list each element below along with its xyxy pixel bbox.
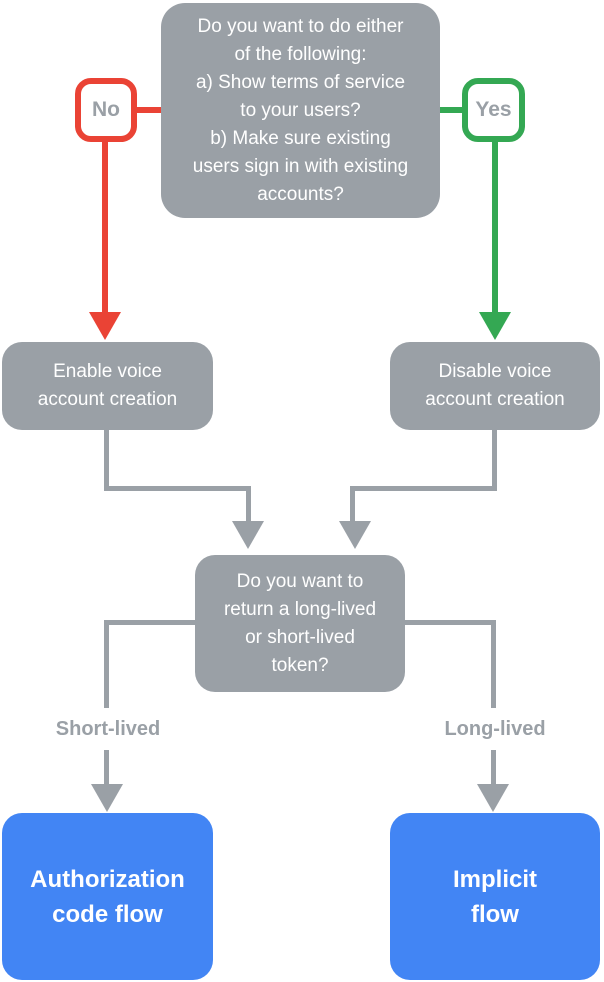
disable-node-left-connector [350, 486, 497, 491]
no-branch-horizontal-connector [135, 107, 161, 113]
enable-node-down-connector [104, 430, 109, 491]
short-lived-vertical-connector [104, 620, 109, 784]
arrowhead-down-icon [91, 784, 123, 812]
long-lived-vertical-connector [491, 620, 496, 784]
root-question-node: Do you want to do either of the followin… [161, 3, 440, 218]
arrowhead-down-icon [89, 312, 121, 340]
token-question-node: Do you want to return a long-lived or sh… [195, 555, 405, 692]
yes-branch-vertical-connector [492, 142, 498, 312]
arrowhead-down-icon [339, 521, 371, 549]
short-lived-horizontal-connector [104, 620, 195, 625]
long-lived-edge-label: Long-lived [410, 708, 580, 750]
no-branch-badge: No [75, 78, 137, 142]
disable-voice-account-creation-node: Disable voice account creation [390, 342, 600, 430]
enable-voice-account-creation-node: Enable voice account creation [2, 342, 213, 430]
authorization-code-flow-node: Authorization code flow [2, 813, 213, 980]
arrowhead-down-icon [477, 784, 509, 812]
implicit-flow-node: Implicit flow [390, 813, 600, 980]
enable-merge-vertical-connector [246, 486, 251, 522]
arrowhead-down-icon [232, 521, 264, 549]
no-branch-vertical-connector [102, 142, 108, 312]
disable-merge-vertical-connector [350, 486, 355, 522]
yes-branch-horizontal-connector [440, 107, 462, 113]
short-lived-edge-label: Short-lived [23, 708, 193, 750]
enable-node-right-connector [104, 486, 251, 491]
arrowhead-down-icon [479, 312, 511, 340]
long-lived-horizontal-connector [405, 620, 496, 625]
disable-node-down-connector [492, 430, 497, 491]
yes-branch-badge: Yes [462, 78, 525, 142]
